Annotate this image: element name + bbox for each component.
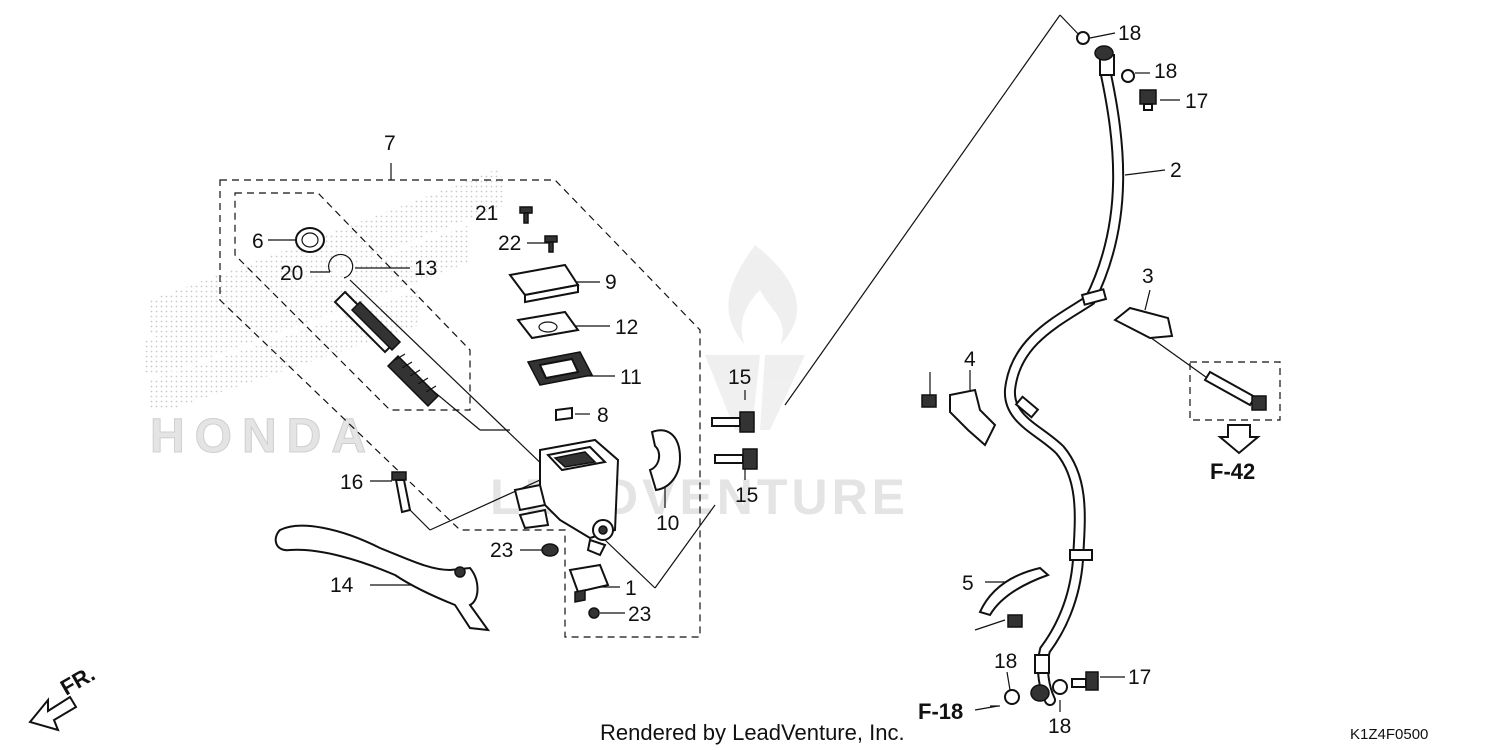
cap-screw-part-upper xyxy=(519,206,533,224)
callout-15-upper: 15 xyxy=(728,366,751,389)
rendered-by-credit: Rendered by LeadVenture, Inc. xyxy=(600,720,905,745)
front-direction-label: FR. xyxy=(56,661,99,700)
callout-14: 14 xyxy=(330,574,354,597)
flame-logo-watermark xyxy=(705,245,805,430)
callout-4: 4 xyxy=(964,348,976,371)
holder-bolt-part-upper xyxy=(711,411,755,433)
honda-wordmark-watermark: HONDA xyxy=(150,410,376,463)
master-cylinder-body-part xyxy=(513,438,620,557)
callout-18-lower-right: 18 xyxy=(1048,715,1071,738)
callout-18-second: 18 xyxy=(1154,60,1177,83)
honda-wing-watermark xyxy=(145,168,505,410)
callout-2: 2 xyxy=(1170,159,1182,182)
callout-7: 7 xyxy=(384,132,396,155)
callout-17-upper: 17 xyxy=(1185,90,1208,113)
clamp-bolt-part xyxy=(1203,370,1267,411)
callout-19: 20 xyxy=(280,262,303,285)
callout-1: 1 xyxy=(625,577,637,600)
holder-clamp-part xyxy=(648,429,682,492)
brake-switch-part xyxy=(568,563,610,603)
brake-lever-part xyxy=(274,524,491,632)
reference-f18: F-18 xyxy=(918,699,963,724)
callout-9: 9 xyxy=(605,271,617,294)
callout-20-upper: 21 xyxy=(475,202,498,225)
callout-22: 23 xyxy=(490,539,513,562)
reservoir-cap-part xyxy=(508,263,580,304)
callout-17-lower: 17 xyxy=(1128,666,1151,689)
callout-3: 3 xyxy=(1142,265,1154,288)
master-cylinder-assembly-outline xyxy=(219,179,701,638)
callout-18-lower-left: 18 xyxy=(994,650,1017,673)
spring-part xyxy=(386,353,440,408)
callout-15-lower: 15 xyxy=(735,484,758,507)
reference-f42: F-42 xyxy=(1210,459,1255,484)
holder-bolt-part-lower xyxy=(714,448,758,470)
guide-bolt-part-upper xyxy=(921,394,937,408)
hose-guide-part xyxy=(949,388,997,447)
brake-hose-part xyxy=(1004,45,1125,706)
callout-8: 8 xyxy=(597,404,609,427)
diaphragm-part xyxy=(526,351,594,386)
callout-11: 11 xyxy=(620,366,642,389)
sealing-washer-part-1 xyxy=(1076,31,1090,45)
callout-10: 10 xyxy=(656,512,679,535)
f42-arrow-icon xyxy=(1217,424,1261,455)
callout-18-top: 18 xyxy=(1118,22,1141,45)
piston-part xyxy=(333,290,402,354)
switch-screw-part xyxy=(588,607,600,619)
guide-bolt-part-lower xyxy=(1007,614,1023,628)
circlip-part xyxy=(328,253,354,279)
hose-clamp-part xyxy=(1113,306,1174,340)
callout-6: 6 xyxy=(252,230,264,253)
diaphragm-plate-part xyxy=(516,310,580,340)
sealing-washer-part-2 xyxy=(1121,69,1135,83)
hose-stay-part xyxy=(978,566,1050,617)
f42-bolt-box xyxy=(1189,361,1281,421)
callout-21: 23 xyxy=(628,603,651,626)
callout-16: 16 xyxy=(340,471,363,494)
oil-bolt-part-lower xyxy=(1071,671,1099,691)
cap-screw-part-lower xyxy=(544,235,558,253)
diagram-code: K1Z4F0500 xyxy=(1350,726,1428,743)
float-part xyxy=(555,406,573,422)
callout-5: 5 xyxy=(962,572,974,595)
lever-nut-part xyxy=(541,543,559,557)
lever-pivot-bolt-part xyxy=(391,471,412,514)
piston-kit-outline xyxy=(234,192,471,411)
reservoir-boot-part xyxy=(295,227,325,253)
sealing-washer-part-3 xyxy=(1004,689,1020,705)
fr-arrow-icon xyxy=(28,695,78,732)
callout-20-lower: 22 xyxy=(498,232,521,255)
sealing-washer-part-4 xyxy=(1052,679,1068,695)
oil-bolt-part-upper xyxy=(1139,89,1157,111)
callout-12: 12 xyxy=(615,316,638,339)
callout-13: 13 xyxy=(414,257,437,280)
